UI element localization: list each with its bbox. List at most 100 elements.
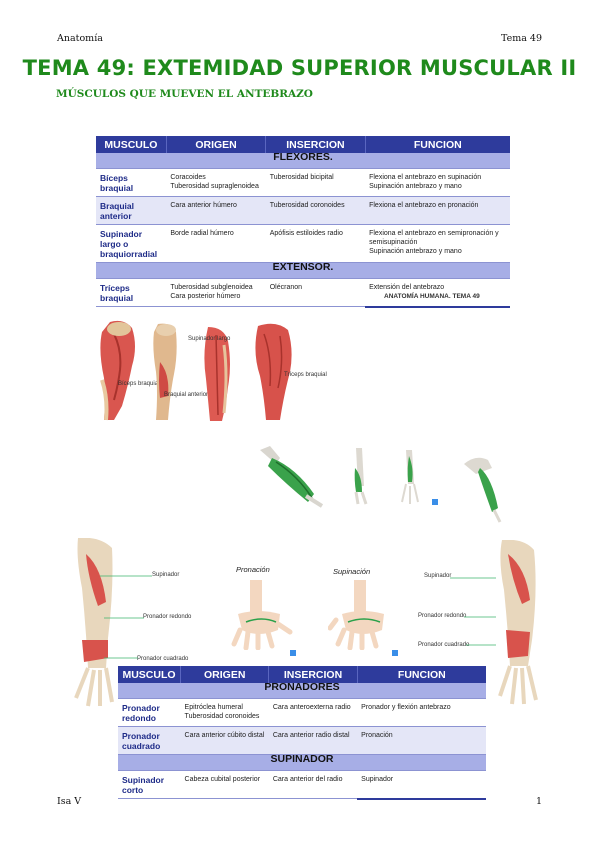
left-label-pronador-cuadrado: Pronador cuadrado	[137, 656, 189, 662]
funcion-line: Flexiona el antebrazo en semipronación y…	[369, 230, 499, 246]
origen-cell: Cara anterior cúbito distal	[180, 726, 269, 755]
green-forearm-illustration	[398, 448, 422, 506]
blue-marker	[432, 499, 438, 505]
funcion-cell: Pronación	[357, 726, 486, 755]
origen-line: Cara posterior húmero	[170, 293, 241, 300]
column-header: MUSCULO	[118, 666, 182, 683]
muscle-name: Pronador redondo	[118, 698, 181, 727]
section-title: SUPINADOR	[118, 754, 486, 771]
funcion-cell: Flexiona el antebrazo en pronación	[365, 196, 510, 225]
origen-line: Cara anterior húmero	[170, 202, 237, 209]
section-title: FLEXORES.	[96, 152, 510, 169]
fig-label-braquial: Braquial anterior	[164, 392, 209, 398]
green-braquial-illustration	[346, 446, 376, 506]
label-pronacion: Pronación	[236, 565, 270, 574]
column-header: INSERCION	[265, 136, 366, 153]
funcion-cell: Flexiona el antebrazo en semipronación y…	[365, 224, 510, 263]
section-title: PRONADORES	[118, 682, 486, 699]
funcion-line: Flexiona el antebrazo en pronación	[369, 202, 479, 209]
origen-line: Tuberosidad supraglenoidea	[170, 183, 259, 190]
origen-line: Cara anterior cúbito distal	[184, 732, 265, 739]
pronation-hand-illustration	[228, 580, 298, 650]
insercion-line: Tuberosidad coronoides	[269, 202, 345, 209]
funcion-cell: Pronador y flexión antebrazo	[357, 698, 486, 727]
right-label-pronador-cuadrado: Pronador cuadrado	[418, 642, 470, 648]
insercion-line: Olécranon	[269, 284, 303, 291]
funcion-line: Flexiona el antebrazo en supinación	[369, 174, 482, 181]
muscle-name: Supinador largo o braquiorradial	[96, 224, 167, 263]
origen-cell: Cara anterior húmero	[166, 196, 266, 225]
muscle-name: Braquial anterior	[96, 196, 167, 225]
origen-cell: Cabeza cubital posterior	[180, 770, 269, 799]
funcion-line: Pronador y flexión antebrazo	[361, 704, 451, 711]
insercion-line: Cara anterior del radio	[272, 776, 343, 783]
right-label-pronador-redondo: Pronador redondo	[418, 613, 467, 619]
insercion-line: Tuberosidad bicipital	[269, 174, 334, 181]
origen-cell: Borde radial húmero	[166, 224, 266, 263]
column-header: ORIGEN	[180, 666, 270, 683]
right-forearm-pronators-illustration	[488, 540, 548, 705]
muscle-name: Tríceps braquial	[96, 278, 167, 307]
supinador-largo-illustration	[198, 325, 238, 423]
blue-marker	[290, 650, 296, 656]
origen-line: Tuberosidad coronoides	[184, 713, 260, 720]
insercion-cell: Cara anteroexterna radio	[268, 698, 358, 727]
funcion-cell: Supinador	[357, 770, 486, 800]
origen-line: Epitróclea humeral	[184, 704, 243, 711]
column-header: ORIGEN	[166, 136, 267, 153]
page-number: 1	[535, 796, 542, 807]
origen-line: Tuberosidad subglenoidea	[170, 284, 253, 291]
braquial-anterior-illustration	[146, 322, 186, 422]
column-header: MUSCULO	[96, 136, 167, 153]
left-leader-lines	[100, 575, 152, 659]
insercion-cell: Cara anterior del radio	[268, 770, 358, 799]
insercion-cell: Olécranon	[265, 278, 366, 307]
fig-label-biceps: Bíceps braquial	[118, 381, 160, 387]
origen-line: Borde radial húmero	[170, 230, 234, 237]
insercion-cell: Tuberosidad coronoides	[265, 196, 366, 225]
label-supinacion: Supinación	[333, 567, 371, 576]
muscle-name: Pronador cuadrado	[118, 726, 181, 755]
footer-author: Isa V	[57, 796, 82, 807]
column-header: INSERCION	[268, 666, 358, 683]
page-title: TEMA 49: EXTEMIDAD SUPERIOR MUSCULAR II	[22, 56, 577, 80]
funcion-line: Supinador	[361, 776, 394, 783]
funcion-line: Extensión del antebrazo	[369, 284, 445, 291]
table-caption: ANATOMÍA HUMANA. TEMA 49	[384, 293, 480, 300]
blue-marker	[392, 650, 398, 656]
insercion-line: Apófisis estiloides radio	[269, 230, 343, 237]
biceps-braquial-illustration	[92, 320, 148, 424]
header-left: Anatomía	[57, 33, 103, 44]
header-right: Tema 49	[500, 33, 542, 44]
origen-line: Cabeza cubital posterior	[184, 776, 261, 783]
origen-line: Coracoides	[170, 174, 206, 181]
left-label-supinador: Supinador	[152, 572, 180, 578]
fig-label-triceps: Tríceps braquial	[284, 372, 327, 378]
right-label-supinador: Supinador	[424, 573, 452, 579]
funcion-line: Supinación antebrazo y mano	[369, 248, 462, 255]
funcion-line: Supinación antebrazo y mano	[369, 183, 462, 190]
left-forearm-pronators-illustration	[66, 538, 126, 708]
muscle-name: Supinador corto	[118, 770, 181, 799]
insercion-line: Cara anterior radio distal	[272, 732, 350, 739]
fig-label-supinador: Supinador largo	[188, 336, 231, 342]
green-triceps-illustration	[462, 454, 508, 524]
section-title: EXTENSOR.	[96, 262, 510, 279]
supination-hand-illustration	[328, 580, 398, 650]
column-header: FUNCION	[365, 136, 510, 153]
green-biceps-illustration	[256, 444, 328, 510]
right-leader-lines	[450, 577, 496, 646]
insercion-cell: Cara anterior radio distal	[268, 726, 358, 755]
funcion-line: Pronación	[361, 732, 393, 739]
insercion-line: Cara anteroexterna radio	[272, 704, 351, 711]
